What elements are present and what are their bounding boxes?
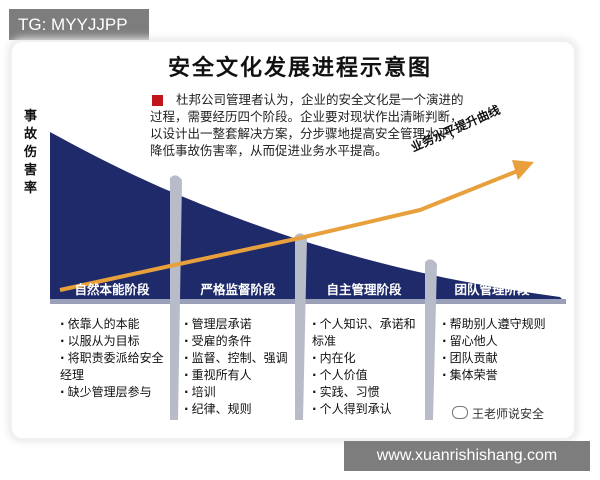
y-axis-label: 事故伤害率 bbox=[24, 109, 38, 196]
list-item: 个人知识、承诺和标准 bbox=[312, 316, 422, 350]
wechat-account: 王老师说安全 bbox=[452, 405, 544, 422]
list-item: 受雇的条件 bbox=[184, 333, 296, 350]
stage-list-3: 个人知识、承诺和标准 内在化 个人价值 实践、习惯 个人得到承认 bbox=[312, 316, 422, 418]
stage-divider-2 bbox=[295, 233, 307, 420]
stage-divider-1 bbox=[170, 175, 182, 420]
list-item: 个人价值 bbox=[312, 367, 422, 384]
stage-dividers bbox=[170, 175, 437, 420]
rising-arrow-head bbox=[512, 160, 534, 180]
stage-label-2: 严格监督阶段 bbox=[200, 282, 276, 297]
list-item: 以服从为目标 bbox=[60, 333, 165, 350]
list-item: 团队贡献 bbox=[442, 350, 567, 367]
list-item: 集体荣誉 bbox=[442, 367, 567, 384]
list-item: 缺少管理层参与 bbox=[60, 384, 165, 401]
list-item: 内在化 bbox=[312, 350, 422, 367]
list-item: 个人得到承认 bbox=[312, 401, 422, 418]
list-item: 将职责委派给安全经理 bbox=[60, 350, 165, 384]
diagram-title: 安全文化发展进程示意图 bbox=[167, 56, 432, 81]
intro-text: 杜邦公司管理者认为，企业的安全文化是一个演进的过程，需要经历四个阶段。企业要对现… bbox=[150, 92, 464, 158]
list-item: 培训 bbox=[184, 384, 296, 401]
wechat-icon bbox=[452, 406, 468, 419]
list-item: 帮助别人遵守规则 bbox=[442, 316, 567, 333]
stage-label-3: 自主管理阶段 bbox=[326, 282, 402, 297]
stage-divider-3 bbox=[425, 259, 437, 420]
list-item: 纪律、规则 bbox=[184, 401, 296, 418]
rising-arrow-line bbox=[59, 168, 521, 292]
stage-list-1: 依靠人的本能 以服从为目标 将职责委派给安全经理 缺少管理层参与 bbox=[60, 316, 165, 401]
list-item: 依靠人的本能 bbox=[60, 316, 165, 333]
stage-label-4: 团队管理阶段 bbox=[454, 282, 530, 297]
wechat-account-name: 王老师说安全 bbox=[472, 407, 545, 421]
list-item: 重视所有人 bbox=[184, 367, 296, 384]
rising-arrow bbox=[59, 160, 534, 292]
list-item: 实践、习惯 bbox=[312, 384, 422, 401]
accent-square bbox=[152, 95, 163, 106]
list-item: 留心他人 bbox=[442, 333, 567, 350]
list-item: 管理层承诺 bbox=[184, 316, 296, 333]
watermark-top: TG: MYYJJPP bbox=[9, 9, 149, 40]
stage-label-1: 自然本能阶段 bbox=[74, 282, 150, 297]
stage-list-4: 帮助别人遵守规则 留心他人 团队贡献 集体荣誉 bbox=[442, 316, 567, 384]
baseline-band bbox=[50, 299, 566, 304]
watermark-bottom: www.xuanrishishang.com bbox=[344, 441, 590, 471]
stage-list-2: 管理层承诺 受雇的条件 监督、控制、强调 重视所有人 培训 纪律、规则 bbox=[184, 316, 296, 418]
list-item: 监督、控制、强调 bbox=[184, 350, 296, 367]
